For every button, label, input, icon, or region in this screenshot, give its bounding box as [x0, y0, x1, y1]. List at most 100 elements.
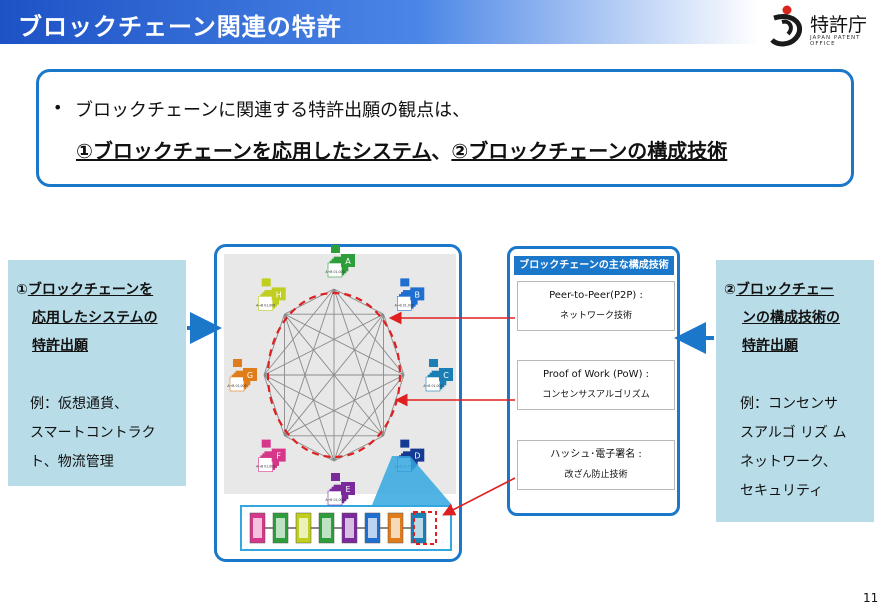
mesh-line: [284, 374, 405, 437]
ledger-sheet: [258, 457, 274, 472]
logo-subtext: JAPAN PATENT OFFICE: [810, 35, 861, 47]
mesh-line: [284, 314, 335, 462]
consensus-ring: [266, 291, 402, 459]
block-page: [391, 518, 400, 538]
summary-line-2: ①ブロックチェーンを応用したシステム、②ブロックチェーンの構成技術: [76, 135, 727, 164]
node-letter: C: [443, 371, 449, 380]
user-icon: [331, 473, 340, 481]
node-letter: H: [276, 290, 282, 299]
tech-item-hash: ハッシュ･電子署名 : 改ざん防止技術: [517, 440, 675, 490]
zoom-wedge: [372, 456, 452, 505]
right-box-heading-2: ンの構成技術の: [742, 310, 840, 326]
user-icon: [429, 359, 438, 367]
mesh-line: [263, 374, 384, 437]
tech-panel-header: ブロックチェーンの主な構成技術: [514, 256, 674, 275]
user-icon: [331, 245, 340, 253]
application-system-box: ①ブロックチェーンを 応用したシステムの 特許出願 例：仮想通貨、 スマートコン…: [8, 260, 186, 486]
title-bar: [0, 0, 760, 44]
left-box-heading-3: 特許出願: [32, 338, 88, 354]
left-box-example-2: スマートコントラク: [30, 425, 156, 441]
ledger-sheet: [327, 490, 343, 506]
hash-arrow: [442, 477, 516, 516]
network-mesh: [263, 288, 405, 462]
ledger-sheet: [425, 376, 441, 392]
ledger-label: A→B 01,000: [325, 498, 344, 502]
node-letter: B: [415, 290, 421, 299]
mesh-line: [333, 288, 384, 436]
mesh-line: [333, 288, 384, 315]
block-page: [345, 518, 354, 538]
mesh-line: [284, 313, 405, 376]
ledger-label: A→B 01,000: [227, 384, 246, 388]
right-box-example-4: セキュリティ: [740, 483, 824, 499]
page-number: 11: [863, 591, 879, 605]
mesh-line: [263, 313, 384, 376]
ledger-label: A→B 01,000: [395, 303, 414, 307]
block-page: [368, 518, 377, 538]
user-icon: [400, 278, 410, 287]
node-badge: [243, 368, 257, 381]
summary-line-1: ブロックチェーンに関連する特許出願の観点は、: [75, 100, 471, 121]
user-icon: [233, 359, 242, 367]
component-tech-box: ②ブロックチェー ンの構成技術の 特許出願 例：コンセンサ スアルゴ リズ ム …: [716, 260, 874, 522]
summary-point-2: ②ブロックチェーンの構成技術: [451, 139, 728, 163]
node-badge: [271, 448, 286, 462]
node-badge: [410, 448, 425, 462]
mesh-line: [284, 313, 384, 437]
ledger-sheet: [327, 262, 343, 278]
summary-separator: 、: [431, 139, 452, 163]
left-box-heading-1: ①ブロックチェーンを: [16, 282, 154, 298]
right-box-heading-1: ②ブロックチェー: [724, 282, 834, 298]
right-box-example-2: スアルゴ リズ ム: [740, 425, 847, 441]
node-letter: F: [276, 452, 281, 461]
left-box-example-1: 例：仮想通貨、: [30, 396, 128, 412]
node-letter: D: [414, 452, 420, 461]
ledger-label: A→B 01,000: [325, 270, 344, 274]
tech-item-p2p: Peer-to-Peer(P2P) : ネットワーク技術: [517, 281, 675, 331]
block-page: [253, 518, 262, 538]
ledger-sheet: [229, 376, 245, 392]
ledger-label: A→B 01,000: [423, 384, 442, 388]
ledger-sheet: [396, 296, 412, 311]
left-box-example-3: ト、物流管理: [30, 454, 114, 470]
mesh-line: [333, 314, 384, 462]
node-letter: E: [345, 485, 350, 494]
block-page: [414, 518, 423, 538]
user-icon: [261, 439, 271, 448]
jpo-emblem-icon: [770, 5, 803, 47]
node-badge: [341, 254, 355, 267]
right-box-example-3: ネットワーク、: [740, 454, 837, 470]
ledger-label: A→B 01,000: [256, 465, 275, 469]
ledger-label: A→B 01,000: [256, 303, 275, 307]
node-badge: [271, 287, 286, 301]
latest-block-highlight: [413, 511, 437, 545]
user-icon: [400, 439, 410, 448]
node-letter: A: [345, 257, 351, 266]
block-page: [276, 518, 285, 538]
logo-text: 特許庁: [810, 14, 868, 36]
summary-callout: [36, 69, 854, 187]
right-box-example-1: 例：コンセンサ: [740, 396, 838, 412]
summary-point-1: ①ブロックチェーンを応用したシステム: [76, 139, 432, 163]
jpo-logo: 特許庁 JAPAN PATENT OFFICE: [766, 4, 884, 48]
user-icon: [261, 278, 271, 287]
node-badge: [341, 482, 355, 495]
mesh-line: [284, 288, 335, 436]
block-page: [299, 518, 308, 538]
node-badge: [439, 368, 453, 381]
tech-item-pow: Proof of Work (PoW) : コンセンサスアルゴリズム: [517, 360, 675, 410]
bullet: •: [53, 98, 63, 117]
ledger-sheet: [258, 296, 274, 311]
node-badge: [410, 287, 425, 301]
chain-blocks: [249, 512, 427, 544]
slide-title: ブロックチェーン関連の特許: [18, 13, 342, 41]
